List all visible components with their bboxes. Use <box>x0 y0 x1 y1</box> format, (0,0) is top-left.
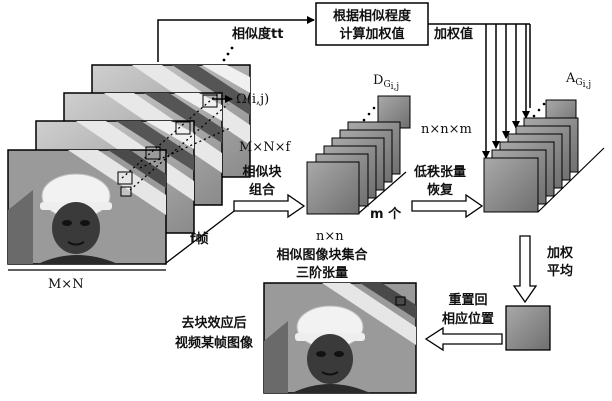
group-similar-2: 组合 <box>249 182 276 198</box>
weight-compute-line2: 计算加权值 <box>339 26 404 42</box>
low-rank-2: 恢复 <box>427 182 454 198</box>
mnf-label: M×N×f <box>239 140 291 155</box>
tensor-caption-1: 相似图像块集合 <box>276 247 368 263</box>
omega-label: Ω(i,j) <box>236 92 269 107</box>
group-arrow <box>234 195 304 217</box>
m-count-label: m 个 <box>370 206 402 222</box>
weighted-avg-1: 加权 <box>546 245 574 261</box>
output-caption-2: 视频某帧图像 <box>175 335 254 351</box>
averaged-block <box>506 306 550 350</box>
reset-position-1: 重置回 <box>448 292 487 308</box>
tensor-caption-2: 三阶张量 <box>296 265 348 281</box>
recovery-arrow <box>412 195 482 217</box>
grouped-block-stack <box>307 96 410 214</box>
video-frame-stack <box>8 47 250 264</box>
D-label: DGi,j <box>373 73 399 92</box>
weights-label: 加权值 <box>433 26 473 42</box>
nnm-label: n×n×m <box>421 122 472 137</box>
similarity-label: 相似度tt <box>232 26 283 42</box>
recovered-block-stack <box>484 100 604 212</box>
low-rank-1: 低秩张量 <box>413 164 466 180</box>
reset-position-2: 相应位置 <box>442 311 494 327</box>
weighted-avg-2: 平均 <box>547 263 573 279</box>
f-frames-label: f帧 <box>190 231 209 247</box>
ellipsis-dots <box>223 47 234 62</box>
group-similar-1: 相似块 <box>242 164 282 180</box>
reset-arrow <box>426 328 502 350</box>
output-frame <box>264 283 416 393</box>
output-caption-1: 去块效应后 <box>181 315 246 331</box>
video-frame-front <box>8 150 166 264</box>
nn-label: n×n <box>316 229 344 244</box>
A-label: AGi,j <box>565 71 591 90</box>
weight-compute-line1: 根据相似程度 <box>333 8 412 24</box>
mn-label: M×N <box>48 277 84 292</box>
average-arrow <box>514 236 536 302</box>
